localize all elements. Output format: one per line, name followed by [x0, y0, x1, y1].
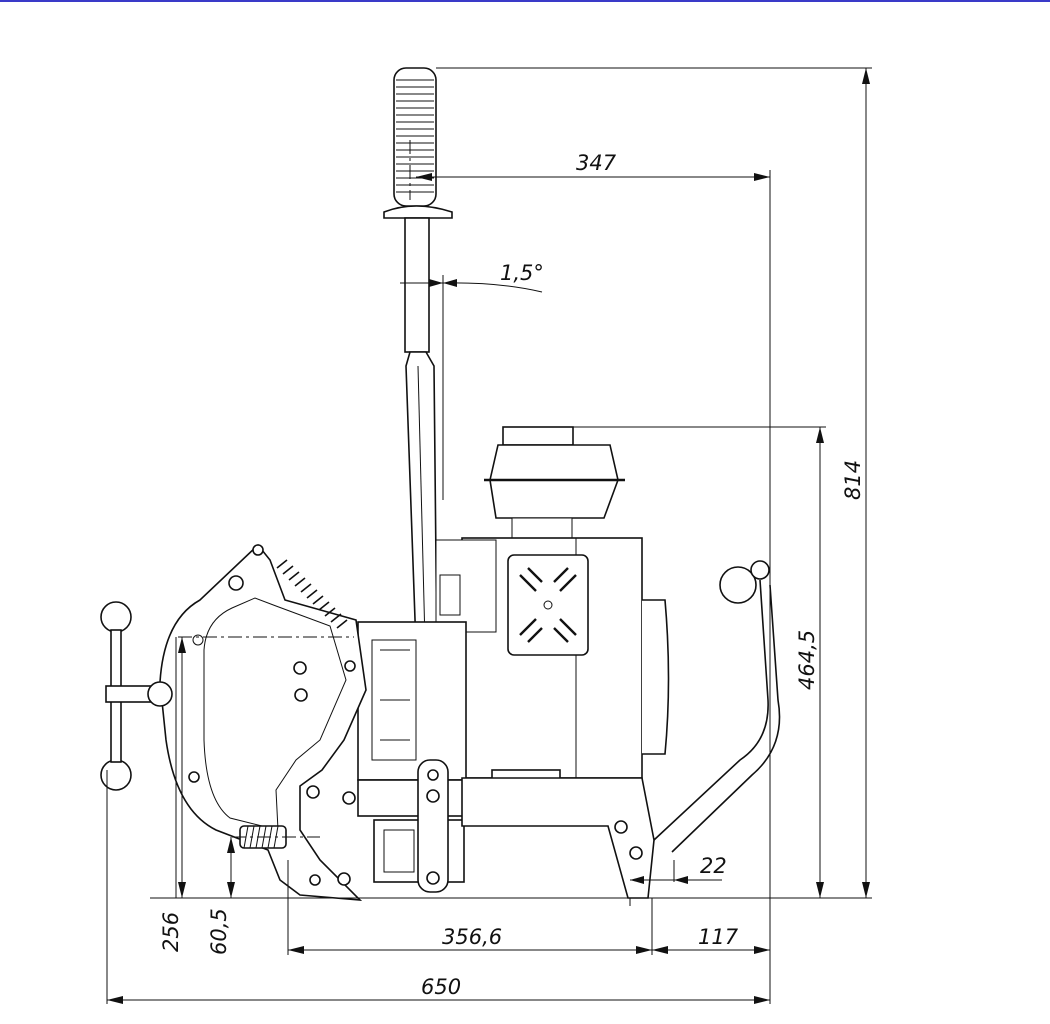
- dim-464-5: 464,5: [795, 630, 819, 690]
- base-frame: [461, 777, 655, 899]
- dim-60-5: 60,5: [207, 908, 231, 955]
- clamp-screw-handle: [100, 601, 173, 791]
- dim-650: 650: [421, 975, 461, 999]
- dim-356-6: 356,6: [442, 925, 502, 949]
- rear-handle: [653, 560, 781, 853]
- dim-814: 814: [841, 460, 865, 500]
- dim-117: 117: [698, 925, 739, 949]
- feed-lever-link: [417, 759, 449, 893]
- top-border: [0, 0, 1050, 2]
- dimension-lines: [106, 67, 872, 1004]
- fuel-tank-cap: [484, 426, 625, 541]
- tension-spring: [276, 559, 348, 629]
- dim-347: 347: [576, 151, 617, 175]
- handle-grip: [383, 67, 453, 219]
- handle-rod: [404, 217, 439, 761]
- dim-22: 22: [700, 854, 727, 878]
- dim-256: 256: [159, 912, 183, 952]
- dim-angle: 1,5°: [500, 261, 544, 285]
- dimension-arrows: [107, 68, 870, 1004]
- engine-cover-plate: [507, 554, 589, 656]
- center-lines: [178, 140, 411, 838]
- clamp-bracket: [159, 543, 367, 901]
